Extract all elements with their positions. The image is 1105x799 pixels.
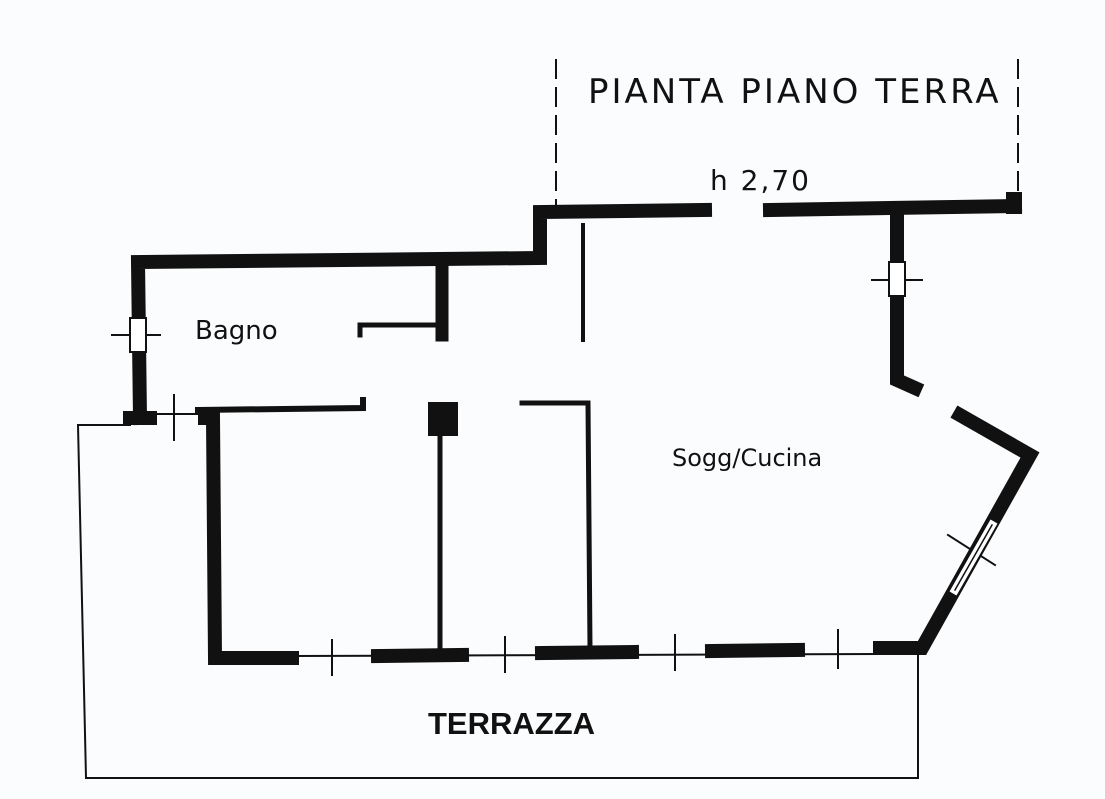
terrace-outline (76, 424, 919, 779)
bay-wall (873, 405, 1040, 655)
room-label-living-kitchen: Sogg/Cucina (672, 444, 823, 472)
room-label-terrace: TERRAZZA (428, 706, 596, 741)
ceiling-height-label: h 2,70 (710, 164, 811, 197)
room-label-bathroom: Bagno (195, 316, 278, 346)
window-symbols (111, 204, 923, 441)
outer-wall-right-upper (890, 208, 925, 398)
plan-title: PIANTA PIANO TERRA (588, 72, 1002, 112)
outer-wall-top-left (130, 202, 713, 426)
